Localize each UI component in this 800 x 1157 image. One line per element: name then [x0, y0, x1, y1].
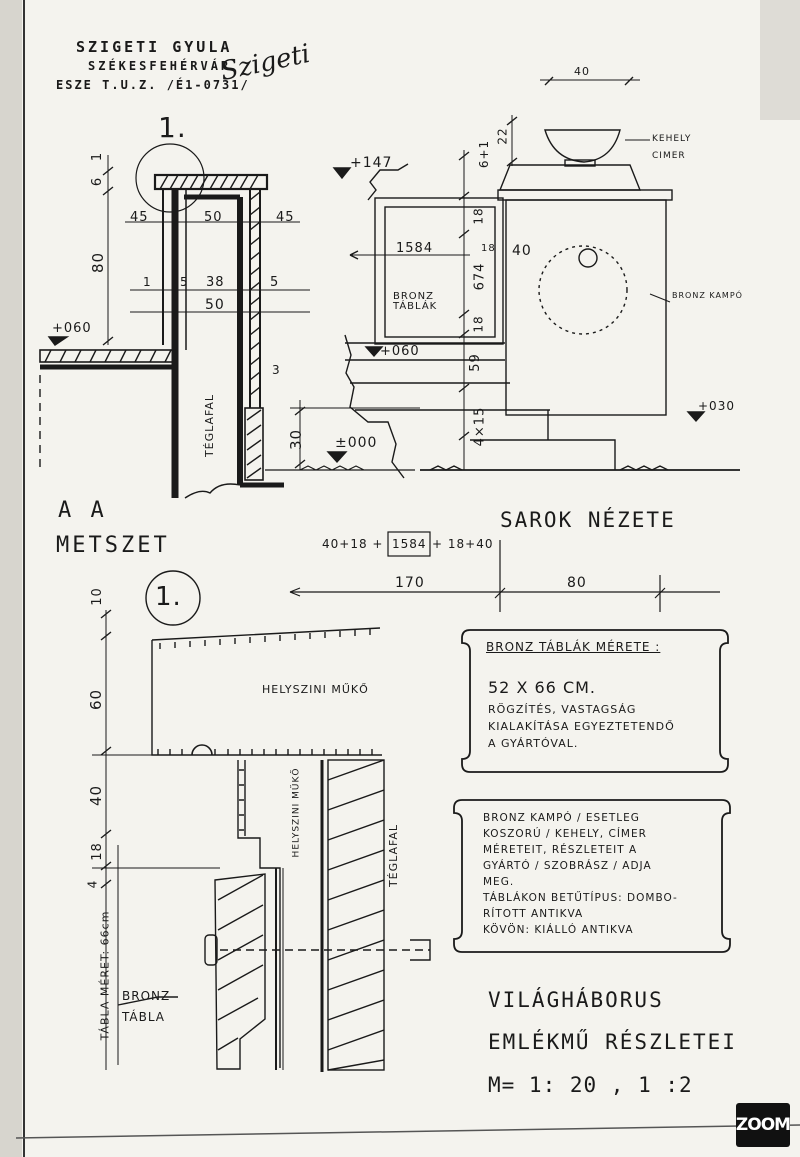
author-name: SZIGETI GYULA [76, 38, 233, 56]
city-name: SZÉKESFEHÉRVÁR [88, 59, 232, 73]
drawing-scale: M= 1: 20 , 1 :2 [488, 1073, 693, 1097]
corner-elevation [344, 76, 740, 479]
level-030: +030 [698, 399, 735, 413]
detail-wall-label: TÉGLAFAL [387, 823, 401, 888]
bronze-label-2: TÁBLA [122, 1010, 166, 1024]
note2-line-1: BRONZ KAMPÓ / ESETLEG [483, 812, 640, 824]
section-wall-label: TÉGLAFAL [203, 393, 217, 458]
bowl-label: KEHELY [652, 134, 692, 144]
note2-line-4: GYÁRTÓ / SZOBRÁSZ / ADJA [483, 860, 652, 872]
plate-width-1584: 1584 [396, 241, 434, 256]
dim-40-side: 40 [512, 243, 532, 259]
dim-22: 22 [495, 127, 510, 145]
dim-top-40: 40 [574, 65, 590, 78]
dim-45-left: 45 [130, 210, 149, 225]
dim-top-1: 1 [90, 151, 106, 162]
stone-label: HELYSZINI MŰKŐ [262, 683, 369, 696]
formula-left: 40+18 + [322, 537, 384, 551]
note1-heading: BRONZ TÁBLÁK MÉRETE : [486, 640, 661, 654]
dim-38: 38 [206, 275, 225, 290]
dim-674: 674 [472, 262, 488, 291]
dim-4x15: 4×15 [472, 406, 488, 447]
stone-label-vertical: HELYSZINI MŰKŐ [291, 767, 302, 858]
level-060-left: +060 [52, 321, 92, 336]
drawing-title-line2: EMLÉKMŰ RÉSZLETEI [488, 1030, 737, 1054]
detail-dim-18: 18 [89, 842, 105, 861]
dim-18-top: 18 [471, 207, 486, 225]
note1-line-2: KIALAKÍTÁSA EGYEZTETENDŐ [488, 720, 675, 733]
bronze-label-1: BRONZ [122, 989, 171, 1003]
dim-5: 5 [180, 275, 189, 289]
detail-dim-40: 40 [87, 784, 106, 807]
note2-line-2: KOSZORÚ / KEHELY, CÍMER [483, 828, 647, 840]
detail-dim-4: 4 [85, 879, 100, 889]
zoom-badge[interactable]: ZOOM [736, 1103, 791, 1147]
dim-59: 59 [467, 353, 483, 372]
note2-line-3: MÉRETEIT, RÉSZLETEIT A [483, 844, 638, 856]
dim-3: 3 [272, 363, 281, 377]
plate-size-vertical: TÁBLA MÉRET: 66cm [98, 910, 112, 1041]
corner-view-title: SAROK NÉZETE [500, 508, 676, 532]
binding-shadow [0, 0, 22, 1157]
dim-50-top: 50 [204, 210, 223, 225]
section-title-line2: METSZET [56, 533, 170, 558]
level-147: +147 [350, 155, 393, 171]
dim-50-bottom: 50 [205, 297, 225, 313]
dim-1: 1 [143, 275, 152, 289]
note2-line-6: TÁBLÁKON BETŰTÍPUS: DOMBO- [483, 892, 678, 904]
dim-18-bottom: 18 [471, 315, 486, 333]
note2-line-5: MEG. [483, 876, 515, 888]
wreath-label: BRONZ KAMPÓ [672, 291, 743, 300]
drawing-title-line1: VILÁGHÁBORUS [488, 988, 664, 1012]
dim-30: 30 [287, 428, 306, 451]
dim-80-plan: 80 [567, 575, 587, 591]
note2-line-7: RÍTOTT ANTIKVA [483, 908, 584, 920]
section-title-line1: A A [58, 498, 107, 523]
note1-line-3: A GYÁRTÓVAL. [488, 737, 579, 750]
level-000: ±000 [335, 435, 378, 451]
section-detail-number: 1. [158, 111, 187, 144]
bowl-label-2: CIMER [652, 151, 686, 161]
detail-dim-10: 10 [89, 587, 105, 606]
plan-dimension [289, 531, 720, 612]
section-aa [39, 143, 706, 499]
detail-1-section [92, 570, 431, 1072]
bronze-plates-label: BRONZ TÁBLÁK [393, 291, 438, 312]
dim-80: 80 [89, 251, 108, 274]
detail-number: 1. [155, 582, 182, 612]
dim-170: 170 [395, 575, 425, 591]
dim-45-right: 45 [276, 210, 295, 225]
detail-dim-60: 60 [87, 688, 106, 711]
dim-18-side: 18 [481, 243, 496, 254]
level-060-corner: +060 [380, 344, 420, 359]
formula-right: + 18+40 [432, 537, 494, 551]
note1-size: 52 X 66 CM. [488, 678, 596, 697]
dim-top-6: 6 [90, 176, 106, 187]
dim-5b: 5 [270, 275, 280, 290]
note-frames [453, 629, 731, 953]
note1-line-1: RÖGZÍTÉS, VASTAGSÁG [488, 703, 637, 716]
formula-box: 1584 [392, 537, 427, 551]
project-code: ESZE T.U.Z. /É1-0731/ [56, 78, 250, 92]
note2-text: BRONZ KAMPÓ / ESETLEG KOSZORÚ / KEHELY, … [483, 810, 678, 938]
dim-6-1: 6+1 [477, 139, 492, 169]
note2-line-8: KÖVÖN: KIÁLLÓ ANTIKVA [483, 924, 634, 936]
